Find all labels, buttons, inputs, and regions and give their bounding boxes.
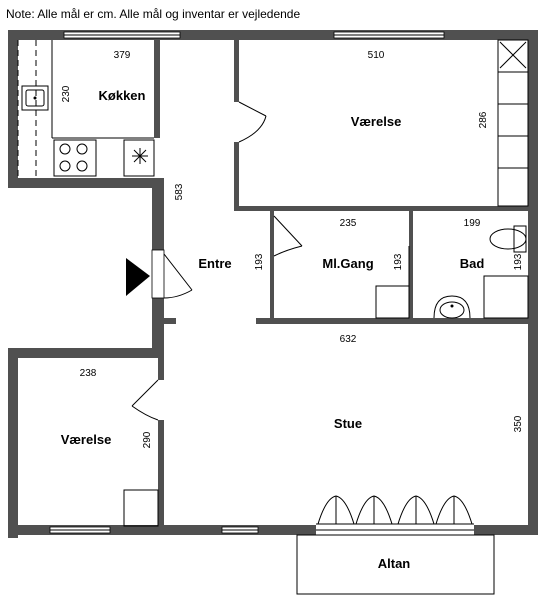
kitchen-counter: [17, 40, 154, 176]
dim-living-width: 632: [340, 334, 357, 345]
dim-kitchen-height: 230: [61, 85, 72, 102]
stove-icon: [53, 139, 97, 177]
dim-entry-height: 583: [174, 183, 185, 200]
room-label-balcony: Altan: [378, 556, 411, 571]
dim-bedroom2-width: 238: [80, 368, 97, 379]
note-text: Note: Alle mål er cm. Alle mål og invent…: [6, 7, 300, 21]
dim-living-height: 350: [513, 415, 524, 432]
room-label-entry: Entre: [198, 256, 231, 271]
room-label-bath: Bad: [460, 256, 485, 271]
windows: [49, 31, 445, 534]
appliance-icon: [123, 139, 155, 177]
hall-cabinet: [375, 285, 410, 319]
dim-bath-height: 193: [513, 253, 524, 270]
inner-walls: [154, 40, 530, 526]
balcony-outline: [296, 534, 495, 595]
dim-bedroom2-height: 290: [142, 431, 153, 448]
dim-bedroom1-height: 286: [478, 111, 489, 128]
dim-kitchen-width: 379: [114, 50, 131, 61]
dim-hall-width: 235: [340, 218, 357, 229]
dim-hall-height: 193: [393, 253, 404, 270]
room-label-kitchen: Køkken: [99, 88, 146, 103]
dim-bath-width: 199: [464, 218, 481, 229]
shower-area: [483, 275, 529, 319]
toilet-icon: [489, 225, 527, 253]
wardrobe: [497, 39, 529, 207]
entrance-arrow-icon: [126, 258, 150, 296]
room-label-hall: Ml.Gang: [322, 256, 373, 271]
room-label-living: Stue: [334, 416, 362, 431]
balcony-doors: [316, 495, 474, 538]
dim-bedroom1-width: 510: [368, 50, 385, 61]
dim-entry-side-height: 193: [254, 253, 265, 270]
room-label-bedroom2: Værelse: [61, 432, 112, 447]
bedroom2-cabinet: [123, 489, 159, 527]
doors: [131, 101, 410, 421]
outer-walls: [8, 30, 538, 538]
washbasin-icon: [433, 295, 471, 319]
room-label-bedroom1: Værelse: [351, 114, 402, 129]
sink-icon: [21, 85, 49, 111]
